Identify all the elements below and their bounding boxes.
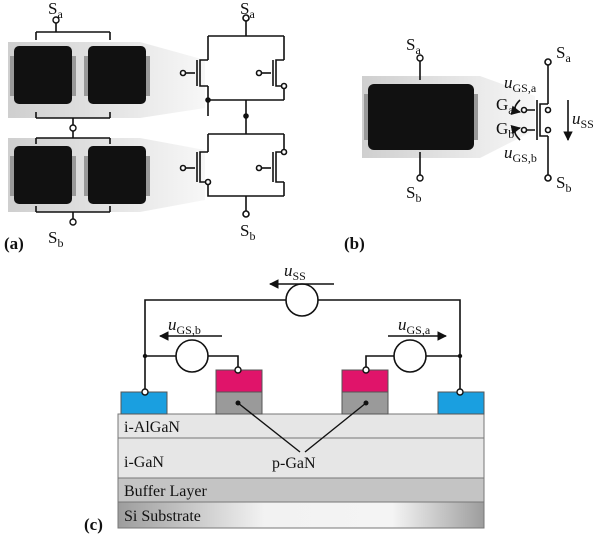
label-algan: i-AlGaN (124, 419, 180, 436)
label-gb: Gb (496, 119, 514, 141)
gan-package-4 (88, 146, 146, 204)
panel-c-label: (c) (84, 515, 103, 534)
bottom-module (8, 137, 205, 226)
layer-substrate (117, 501, 485, 529)
panel-b-label: (b) (344, 234, 365, 253)
bidirectional-switch-symbol (510, 58, 573, 182)
gan-package-2 (88, 46, 146, 104)
terminal-sb-bottom (69, 218, 77, 226)
measurement-wiring (144, 279, 461, 392)
layer-buffer (117, 477, 485, 503)
label-ugsa-c: uGS,a (398, 315, 431, 337)
label-substrate: Si Substrate (124, 508, 201, 525)
top-module (8, 16, 205, 119)
label-ga: Ga (496, 95, 514, 117)
label-sb-left: Sb (48, 228, 63, 250)
half-bridge-schematic (179, 14, 288, 218)
gan-bidirectional-package (368, 84, 474, 150)
label-ugsb-c: uGS,b (168, 315, 201, 337)
midpoint-terminal (69, 124, 77, 132)
gan-package-3 (14, 146, 72, 204)
panel-a: Sa Sb (4, 0, 288, 253)
label-uss: uSS (284, 261, 306, 283)
terminal-sa-top (52, 16, 60, 24)
label-sb-symbol: Sb (556, 173, 571, 195)
panel-c: i-AlGaN i-GaN Buffer Layer Si Substrate … (84, 261, 485, 534)
panel-a-label: (a) (4, 234, 24, 253)
label-ugs-a: uGS,a (504, 73, 537, 95)
gan-package-1 (14, 46, 72, 104)
label-sa-symbol: Sa (556, 43, 571, 65)
label-ugs-b: uGS,b (504, 143, 537, 165)
label-uss-b: uSS (572, 109, 594, 131)
label-gan: i-GaN (124, 454, 164, 471)
label-sb-schematic: Sb (240, 221, 255, 243)
layer-gan (117, 437, 485, 479)
panel-b: Sa Sb Sa Sb Ga Gb uGS,a uGS,b uSS (b) (344, 35, 594, 253)
label-sa-pkg: Sa (406, 35, 421, 57)
label-pgan: p-GaN (272, 455, 316, 472)
label-buffer: Buffer Layer (124, 483, 207, 500)
label-sa-schematic: Sa (240, 0, 255, 21)
label-sa-left: Sa (48, 0, 63, 21)
layer-algan (117, 413, 485, 439)
label-sb-pkg: Sb (406, 183, 421, 205)
